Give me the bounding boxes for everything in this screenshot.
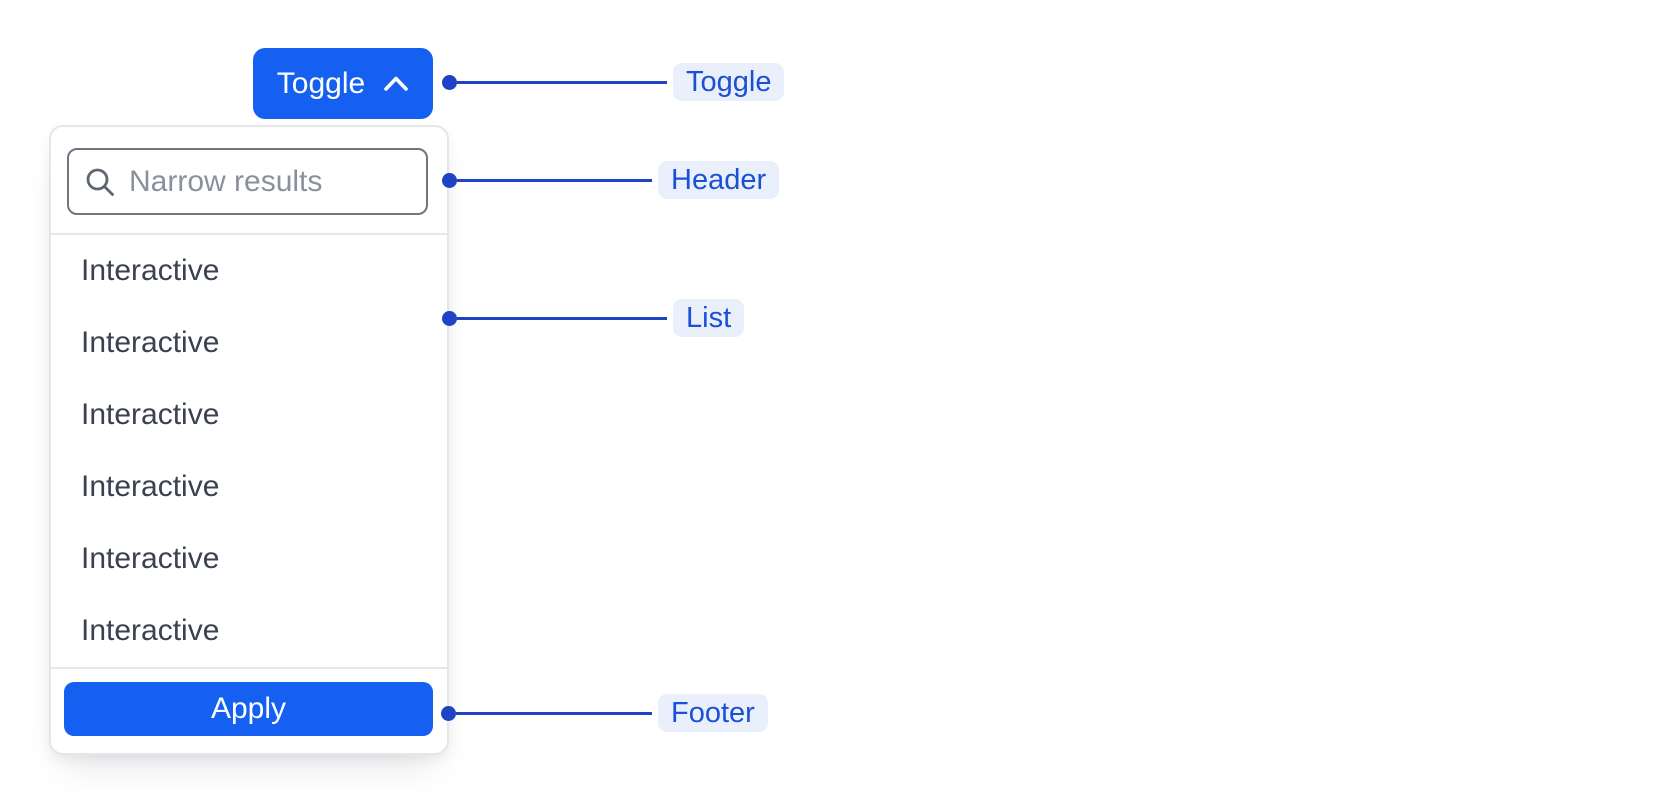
list-item[interactable]: Interactive — [81, 326, 220, 359]
annotation-list: List — [442, 299, 745, 337]
search-box — [67, 148, 428, 215]
connector-dot — [442, 74, 457, 90]
annotation-label: List — [673, 299, 745, 337]
dropdown-panel: Interactive Interactive Interactive Inte… — [49, 125, 449, 755]
connector-line — [457, 316, 667, 320]
list-item[interactable]: Interactive — [81, 614, 220, 647]
annotation-label: Toggle — [673, 63, 785, 101]
dropdown-header — [51, 127, 447, 235]
toggle-button-label: Toggle — [276, 66, 366, 100]
connector-line — [457, 80, 667, 84]
list-item[interactable]: Interactive — [81, 254, 220, 287]
annotation-label: Header — [658, 161, 780, 199]
list-item[interactable]: Interactive — [81, 398, 220, 431]
connector-line — [456, 711, 652, 715]
annotation-header: Header — [442, 161, 780, 199]
search-input[interactable] — [67, 148, 428, 215]
annotation-label: Footer — [658, 694, 768, 732]
dropdown-list: Interactive Interactive Interactive Inte… — [51, 235, 447, 667]
list-item[interactable]: Interactive — [81, 542, 220, 575]
dropdown-footer: Apply — [51, 667, 447, 753]
list-item[interactable]: Interactive — [81, 470, 220, 503]
annotation-toggle: Toggle — [442, 63, 785, 101]
connector-dot — [442, 310, 457, 326]
connector-dot — [441, 705, 456, 721]
apply-button[interactable]: Apply — [64, 682, 433, 736]
toggle-button[interactable]: Toggle — [253, 48, 433, 119]
connector-line — [457, 178, 652, 182]
connector-dot — [442, 172, 457, 188]
chevron-up-icon — [383, 75, 409, 92]
annotation-footer: Footer — [441, 694, 768, 732]
